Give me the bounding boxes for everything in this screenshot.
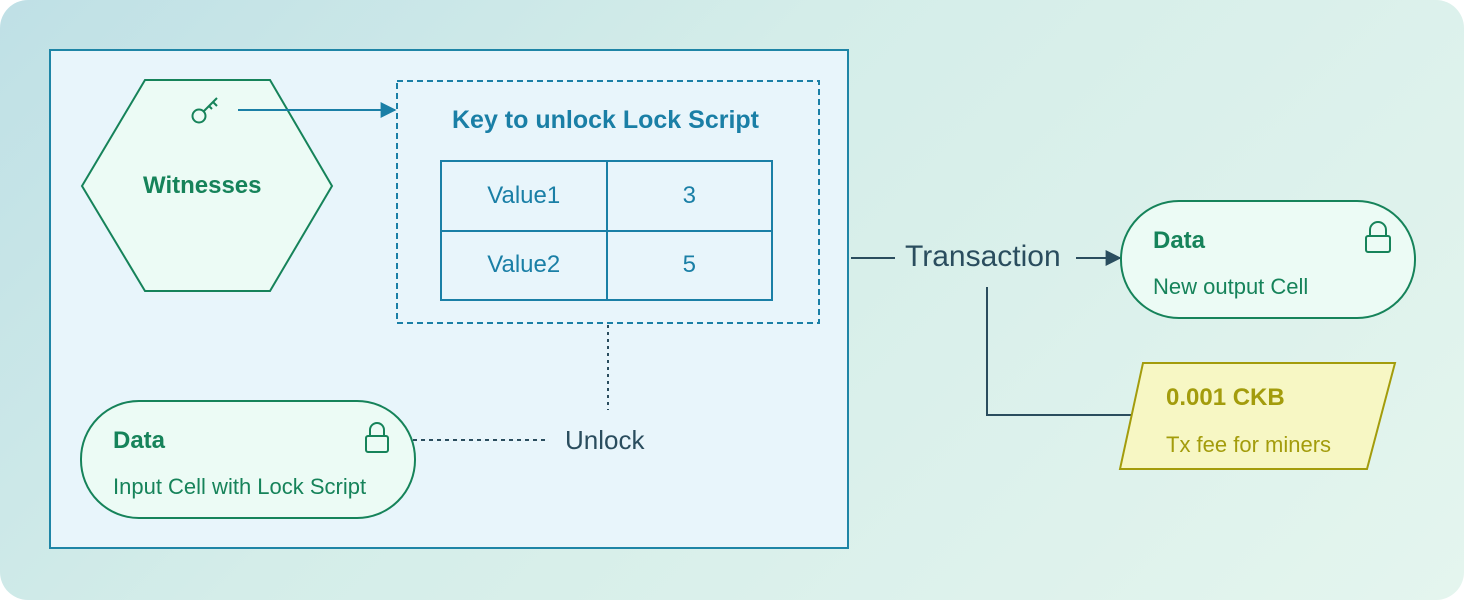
key-box [396, 80, 820, 324]
key-box-title: Key to unlock Lock Script [452, 106, 760, 134]
table-row: Value1 3 [440, 160, 773, 232]
input-cell-subtitle: Input Cell with Lock Script [113, 474, 367, 499]
output-cell-subtitle: New output Cell [1153, 274, 1309, 299]
table-row: Value2 5 [440, 229, 773, 301]
fee-connector [986, 287, 1135, 416]
value-cell: 5 [605, 229, 773, 301]
witnesses-label: Witnesses [143, 172, 262, 199]
key-icon [191, 97, 218, 124]
input-cell-title: Data [113, 427, 166, 454]
input-cell [80, 400, 416, 519]
input-lock-icon [365, 422, 389, 453]
output-cell [1120, 200, 1416, 319]
fee-parallelogram [1118, 362, 1397, 470]
transaction-label: Transaction [905, 240, 1061, 273]
value-name-cell: Value1 [440, 160, 608, 232]
value-cell: 3 [605, 160, 773, 232]
unlock-label: Unlock [565, 425, 645, 455]
fee-amount: 0.001 CKB [1166, 384, 1285, 411]
fee-label: Tx fee for miners [1166, 432, 1332, 457]
output-cell-title: Data [1153, 227, 1206, 254]
value-name-cell: Value2 [440, 229, 608, 301]
output-lock-icon [1365, 221, 1391, 253]
witnesses-hexagon [80, 79, 334, 292]
key-values-table: Value1 3 Value2 5 [440, 160, 773, 301]
